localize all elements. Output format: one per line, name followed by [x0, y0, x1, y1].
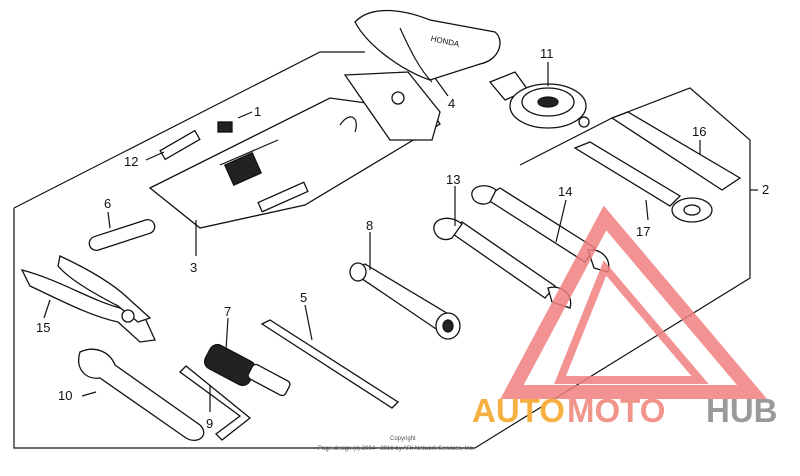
part-12-pin	[159, 129, 201, 161]
copyright-line2: Page design (c) 2004 - 2016 by ARI Netwo…	[318, 446, 475, 452]
watermark-wordmark: AUTO MOTO HUB	[472, 392, 778, 429]
part-15-pliers	[20, 255, 156, 343]
part-16-wrench-bar	[610, 111, 742, 191]
callout-9: 9	[206, 416, 213, 431]
callout-5: 5	[300, 290, 307, 305]
part-7-screwdriver-handle	[203, 343, 291, 397]
copyright-notice: Copyright Page design (c) 2004 - 2016 by…	[318, 436, 475, 452]
callout-11: 11	[540, 46, 554, 61]
tool-bag: HONDA	[354, 9, 501, 83]
part-11-grease-cup	[488, 71, 590, 129]
part-5-screwdriver-bit	[260, 319, 400, 409]
tool-roll	[148, 71, 441, 229]
callout-6: 6	[104, 196, 111, 211]
callout-12: 12	[124, 154, 138, 169]
part-6-strap	[88, 219, 156, 251]
watermark-moto: MOTO	[567, 392, 665, 429]
callout-15: 15	[36, 320, 50, 335]
callout-16: 16	[692, 124, 706, 139]
part-17-box-wrench	[573, 141, 713, 223]
part-1-clip	[217, 121, 233, 133]
callout-3: 3	[190, 260, 197, 275]
watermark-hub: HUB	[706, 392, 778, 429]
callout-labels: 1 2 3 4 5 6 7 8 9 10 11 12 13 14 15 16 1…	[36, 46, 769, 431]
part-10-hook-spanner	[78, 348, 205, 441]
part-9-hex-key	[179, 365, 252, 441]
callout-10: 10	[58, 388, 72, 403]
leader-lines	[43, 62, 758, 412]
callout-4: 4	[448, 96, 455, 111]
callout-13: 13	[446, 172, 460, 187]
callout-14: 14	[558, 184, 572, 199]
callout-2: 2	[762, 182, 769, 197]
callout-7: 7	[224, 304, 231, 319]
watermark-triangle	[500, 205, 768, 399]
copyright-line1: Copyright	[390, 436, 416, 442]
callout-17: 17	[636, 224, 650, 239]
part-8-socket-wrench	[349, 262, 461, 340]
callout-8: 8	[366, 218, 373, 233]
callout-1: 1	[254, 104, 261, 119]
watermark-auto: AUTO	[472, 392, 565, 429]
